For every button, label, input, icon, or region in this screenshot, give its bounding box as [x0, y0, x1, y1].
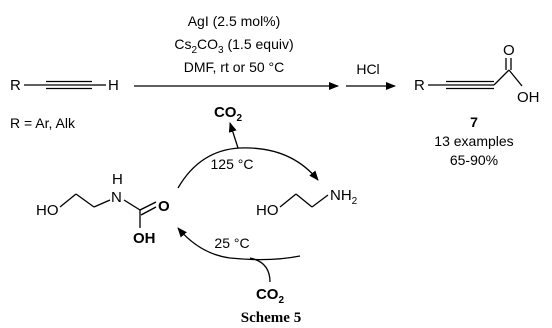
scheme-caption: Scheme 5: [241, 310, 301, 326]
carbamate-n: N: [111, 189, 122, 206]
base-label: Cs2CO3 (1.5 equiv): [174, 36, 293, 56]
alkyne-h-label: H: [108, 77, 119, 94]
yield-range: 65-90%: [450, 152, 498, 168]
absorption-temperature: 25 °C: [214, 235, 249, 251]
co2-release-arrow: [228, 122, 239, 149]
ethanolamine-structure: HO NH2: [256, 187, 358, 219]
reagents-block: AgI (2.5 mol%) Cs2CO3 (1.5 equiv) DMF, r…: [174, 13, 293, 75]
cycle-lower-arc: [177, 227, 301, 261]
product-hydroxyl: OH: [517, 89, 540, 106]
conditions-label: DMF, rt or 50 °C: [184, 59, 285, 75]
product-r-label: R: [414, 77, 425, 94]
carbamate-nh-h: H: [112, 171, 123, 188]
cycle-upper-arc: [177, 147, 319, 189]
propiolic-acid-product: R O OH 7 13 examples 65-90%: [414, 42, 540, 168]
catalyst-label: AgI (2.5 mol%): [188, 13, 281, 29]
carbamate-carbonyl-o: O: [158, 198, 170, 215]
compound-number: 7: [470, 114, 478, 130]
example-count: 13 examples: [434, 133, 513, 149]
hcl-label: HCl: [356, 61, 379, 77]
product-carbonyl-o: O: [503, 42, 515, 59]
co2-released: CO2: [214, 104, 243, 124]
ethanolamine-ho: HO: [256, 202, 279, 219]
terminal-alkyne: R H R = Ar, Alk: [10, 77, 119, 131]
carbamate-oh: OH: [133, 230, 156, 247]
alkyne-r-label: R: [10, 77, 21, 94]
co2-uptake-arrow: [249, 257, 271, 283]
ethanolamine-nh2: NH2: [330, 187, 358, 207]
co2-captured: CO2: [256, 286, 285, 306]
carbamic-acid-structure: HO N H O OH: [36, 171, 170, 247]
desorption-temperature: 125 °C: [211, 156, 254, 172]
carbamate-ho: HO: [36, 202, 59, 219]
substituent-scope: R = Ar, Alk: [10, 115, 76, 131]
